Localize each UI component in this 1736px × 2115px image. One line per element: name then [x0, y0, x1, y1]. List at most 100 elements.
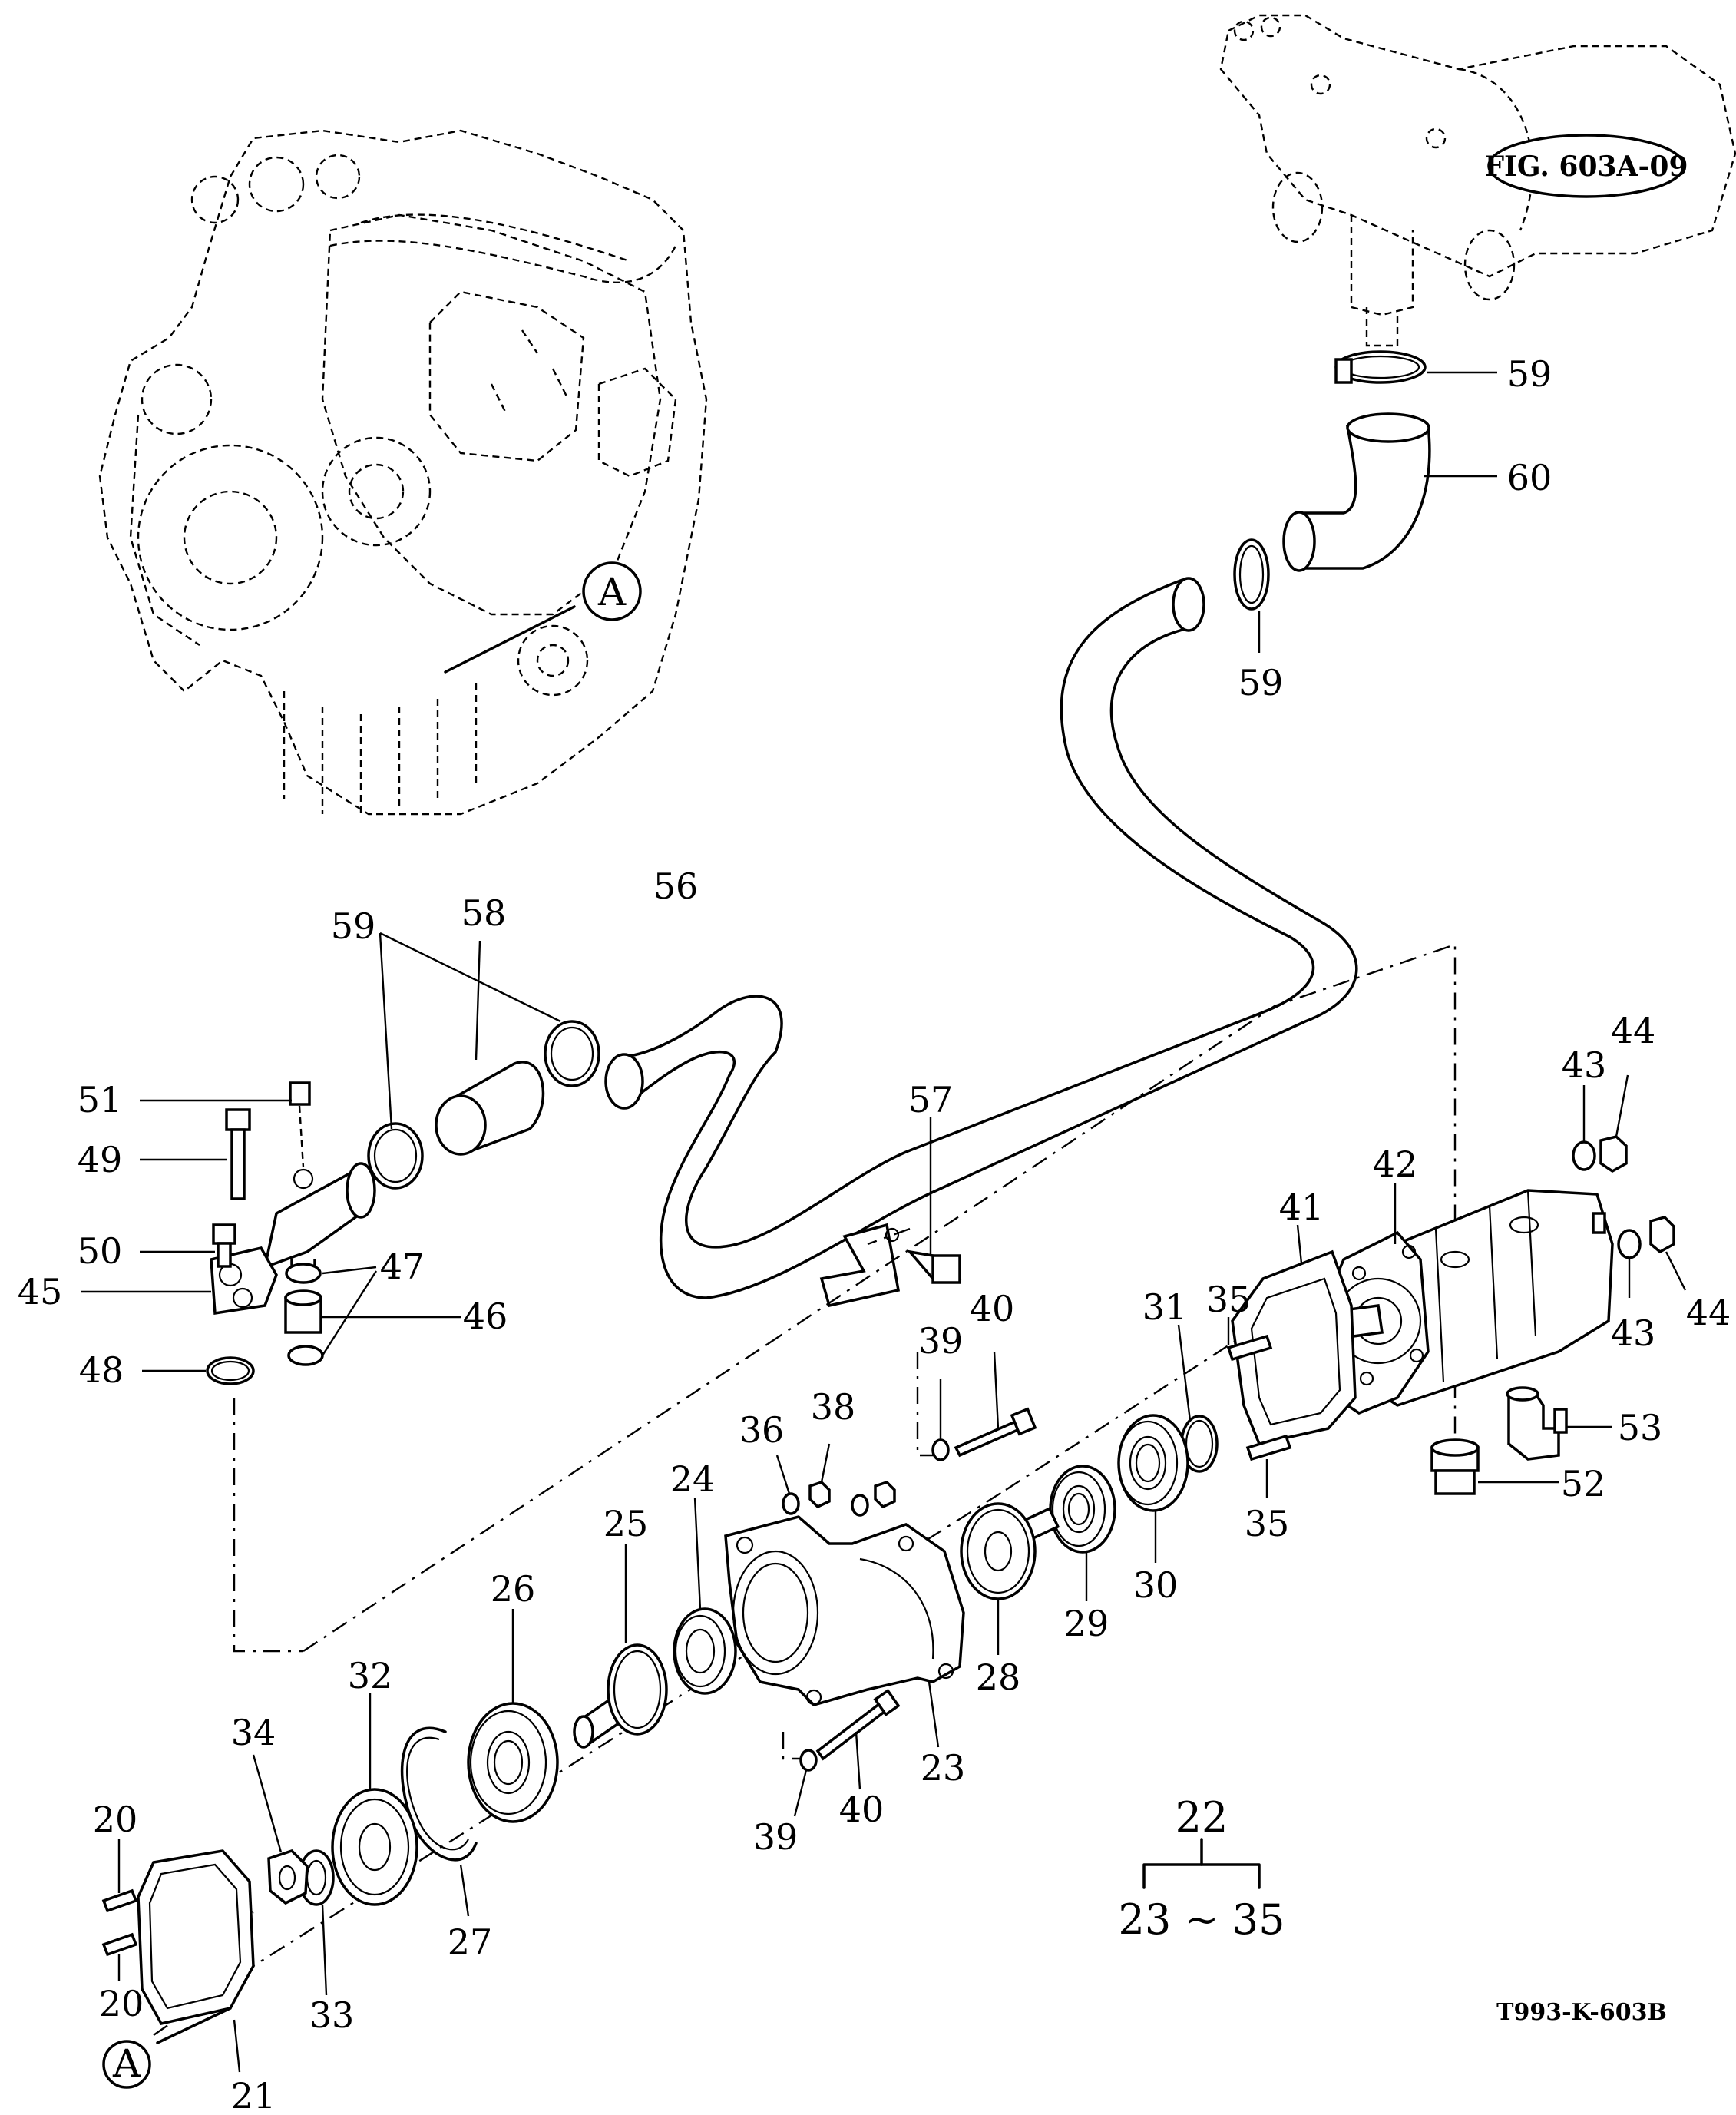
callout-59: 59: [1507, 353, 1552, 395]
callout-42: 42: [1373, 1144, 1418, 1185]
hose-clamp-59-mid: [1233, 538, 1270, 611]
gear-28: [960, 1502, 1060, 1600]
callout-25: 25: [603, 1503, 649, 1544]
bearing-26: [467, 1702, 559, 1823]
washer-39-top: [931, 1438, 950, 1461]
callout-40: 40: [970, 1288, 1015, 1329]
bolt-40-top: [954, 1407, 1037, 1458]
bearing-24: [673, 1607, 737, 1695]
callout-57: 57: [908, 1079, 954, 1120]
elbow-hose-60: [1282, 412, 1431, 572]
washer-36: [782, 1492, 800, 1515]
callout-38: 38: [811, 1386, 856, 1428]
callout-47: 47: [380, 1246, 425, 1287]
callout-21: 21: [231, 2075, 276, 2115]
callout-35: 35: [1206, 1279, 1252, 1320]
callout-59: 59: [331, 905, 376, 947]
washer-43-top: [1572, 1140, 1596, 1171]
o-ring-47-bottom: [287, 1345, 324, 1366]
group-assembly-number: 22: [1176, 1793, 1228, 1842]
washer-36-b: [851, 1494, 869, 1517]
callout-36: 36: [739, 1409, 785, 1451]
callout-23: 23: [921, 1747, 966, 1789]
callout-26: 26: [491, 1568, 536, 1610]
callout-33: 33: [309, 1994, 355, 2036]
callout-50: 50: [78, 1230, 123, 1272]
nut-38-b: [874, 1480, 896, 1509]
sleeve-46: [284, 1289, 322, 1334]
drawing-code: T993-K-603B: [1496, 1999, 1667, 2026]
engine-illustration: [98, 129, 708, 816]
callout-44: 44: [1686, 1292, 1731, 1333]
elbow-fitting-53: [1506, 1386, 1568, 1461]
bolt-50: [212, 1223, 236, 1268]
callout-43: 43: [1611, 1312, 1656, 1354]
callout-32: 32: [348, 1655, 393, 1696]
o-ring-48: [206, 1356, 255, 1385]
callout-59: 59: [1238, 662, 1284, 703]
short-hose-58: [435, 1061, 545, 1156]
figure-reference-label[interactable]: FIG. 603A-09: [1484, 134, 1688, 198]
callout-40: 40: [839, 1789, 885, 1830]
bearing-29: [1049, 1465, 1116, 1554]
hose-clamp-59-left-a: [544, 1020, 600, 1087]
callout-56: 56: [653, 866, 699, 907]
gear-shaft-25: [573, 1643, 668, 1749]
coolant-hose-56: [604, 577, 1358, 1299]
bolt-49: [225, 1108, 251, 1200]
gasket-21: [137, 1849, 255, 2025]
callout-34: 34: [231, 1712, 276, 1753]
radiator-tank-phantom: [1219, 14, 1736, 347]
callout-46: 46: [463, 1296, 508, 1337]
hydraulic-pump-42: [1313, 1189, 1614, 1415]
callout-35: 35: [1245, 1503, 1290, 1544]
nut-44-top: [1599, 1135, 1628, 1173]
callout-30: 30: [1133, 1564, 1179, 1606]
svg-text:A: A: [597, 570, 627, 614]
stud-35-bottom: [1245, 1434, 1292, 1461]
nut-44-bottom: [1649, 1216, 1675, 1254]
washer-39-bottom: [799, 1749, 818, 1772]
callout-41: 41: [1279, 1187, 1324, 1228]
callout-27: 27: [448, 1921, 493, 1963]
group-part-range: 23 ~ 35: [1118, 1895, 1285, 1944]
stud-35-top: [1226, 1334, 1273, 1362]
bearing-30: [1117, 1414, 1189, 1512]
o-ring-47-top: [285, 1263, 322, 1284]
callout-31: 31: [1142, 1286, 1188, 1328]
stud-20-bottom: [101, 1932, 138, 1957]
callout-39: 39: [918, 1320, 964, 1362]
hose-clamp-59-left-b: [367, 1122, 424, 1190]
svg-text:A: A: [112, 2041, 141, 2086]
callout-labels: 59 60 59 56 58 59 51 49 50 45 47 46 48 5…: [18, 353, 1731, 2115]
gear-housing-23: [724, 1515, 965, 1706]
callout-51: 51: [78, 1079, 123, 1120]
bolt-57: [906, 1249, 962, 1284]
callout-20: 20: [99, 1983, 144, 2024]
hose-clamp-59-top: [1334, 350, 1427, 384]
svg-text:FIG. 603A-09: FIG. 603A-09: [1484, 151, 1688, 183]
view-marker-a-bottom: A: [102, 2007, 232, 2089]
view-marker-a-top: A: [582, 561, 642, 621]
callout-48: 48: [79, 1349, 124, 1391]
callout-58: 58: [461, 892, 507, 934]
stud-20-top: [101, 1888, 138, 1913]
callout-24: 24: [670, 1458, 716, 1500]
callout-45: 45: [18, 1271, 63, 1312]
callout-52: 52: [1561, 1463, 1606, 1504]
plug-51: [289, 1081, 311, 1106]
callout-44: 44: [1611, 1010, 1656, 1051]
callout-49: 49: [78, 1139, 123, 1180]
nut-34: [267, 1849, 309, 1905]
adapter-fitting-52: [1430, 1438, 1480, 1495]
bolt-40-bottom: [815, 1688, 901, 1761]
thrust-washer-33: [298, 1849, 335, 1906]
callout-29: 29: [1064, 1603, 1109, 1644]
washer-43-bottom: [1617, 1229, 1642, 1259]
hose-bracket-57: [819, 1223, 901, 1308]
group-bracket-22: [1142, 1838, 1261, 1889]
callout-20: 20: [93, 1799, 138, 1840]
callout-43: 43: [1562, 1044, 1607, 1086]
gear-32: [331, 1788, 418, 1906]
